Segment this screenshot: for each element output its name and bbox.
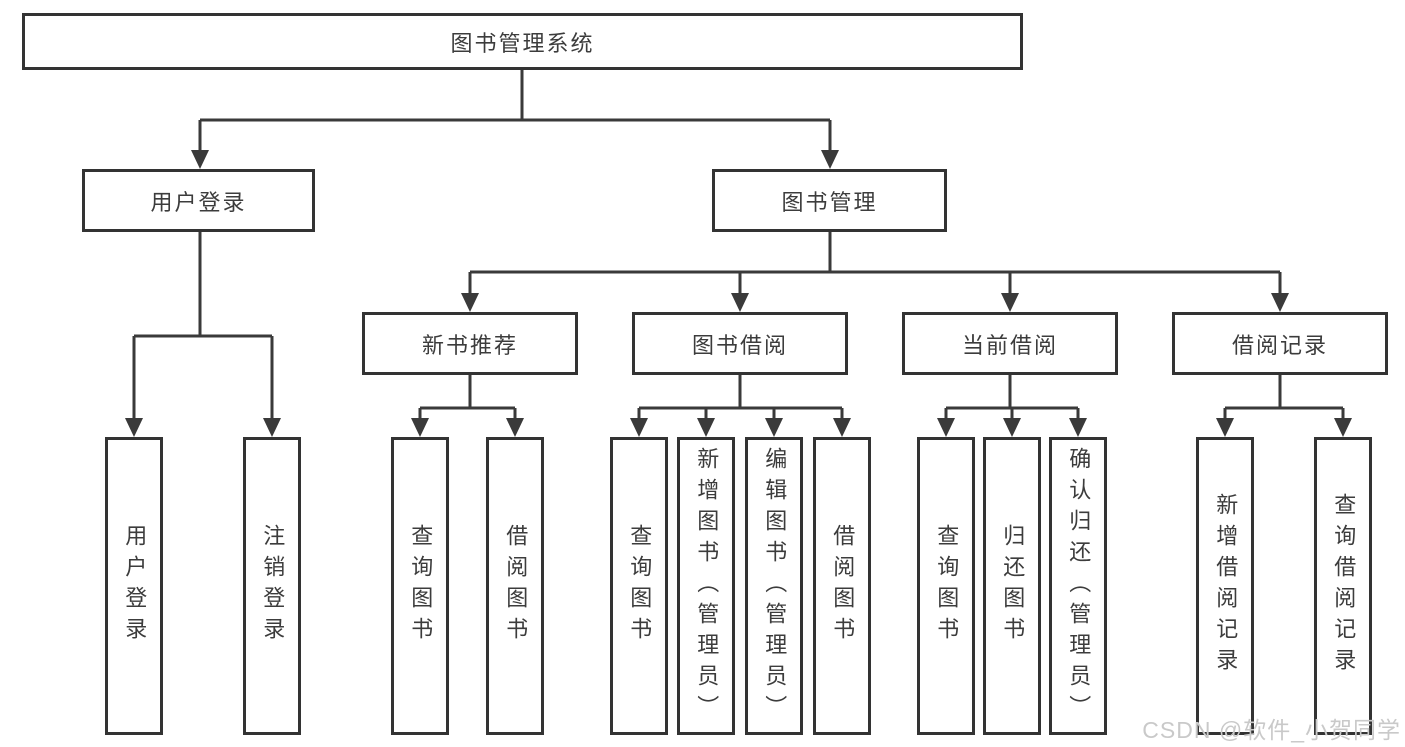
node-book-management: 图书管理 [712,169,947,232]
leaf-current-confirm-return: 确认归还（管理员） [1049,437,1107,735]
leaf-current-confirm-return-label: 确认归还（管理员） [1066,446,1092,726]
tree-edges [132,70,1345,421]
leaf-borrow-add-book-label: 新增图书（管理员） [694,446,720,726]
node-new-book-recommend: 新书推荐 [362,312,578,375]
leaf-records-query-label: 查询借阅记录 [1331,493,1357,679]
node-borrow-records-label: 借阅记录 [1231,332,1328,358]
leaf-records-add-label: 新增借阅记录 [1213,493,1239,679]
leaf-current-query-label: 查询图书 [934,524,960,648]
leaf-records-add: 新增借阅记录 [1196,437,1254,735]
node-current-borrow-label: 当前借阅 [961,332,1058,358]
leaf-borrow-query-label: 查询图书 [627,524,653,648]
leaf-borrow-edit-book-label: 编辑图书（管理员） [762,446,788,726]
leaf-current-return-label: 归还图书 [1000,524,1026,648]
node-user-login: 用户登录 [82,169,315,232]
leaf-logout: 注销登录 [243,437,301,735]
node-root: 图书管理系统 [22,13,1023,70]
arrowheads [125,150,1352,437]
leaf-borrow-add-book: 新增图书（管理员） [677,437,735,735]
leaf-user-login: 用户登录 [105,437,163,735]
node-user-login-label: 用户登录 [150,189,247,215]
node-root-label: 图书管理系统 [450,30,595,56]
leaf-newbooks-query-label: 查询图书 [408,524,434,648]
leaf-records-query: 查询借阅记录 [1314,437,1372,735]
node-borrow-records: 借阅记录 [1172,312,1388,375]
leaf-newbooks-query: 查询图书 [391,437,449,735]
leaf-newbooks-borrow-label: 借阅图书 [503,524,529,648]
node-book-borrow: 图书借阅 [632,312,848,375]
node-book-management-label: 图书管理 [781,189,878,215]
leaf-user-login-label: 用户登录 [122,524,148,648]
node-book-borrow-label: 图书借阅 [691,332,788,358]
leaf-logout-label: 注销登录 [260,524,286,648]
leaf-current-return: 归还图书 [983,437,1041,735]
leaf-borrow-borrow-book: 借阅图书 [813,437,871,735]
node-new-book-recommend-label: 新书推荐 [421,332,518,358]
csdn-watermark: CSDN @软件_小贺同学 [1142,717,1401,743]
leaf-borrow-edit-book: 编辑图书（管理员） [745,437,803,735]
leaf-borrow-borrow-book-label: 借阅图书 [830,524,856,648]
leaf-newbooks-borrow: 借阅图书 [486,437,544,735]
leaf-borrow-query: 查询图书 [610,437,668,735]
leaf-current-query: 查询图书 [917,437,975,735]
node-current-borrow: 当前借阅 [902,312,1118,375]
